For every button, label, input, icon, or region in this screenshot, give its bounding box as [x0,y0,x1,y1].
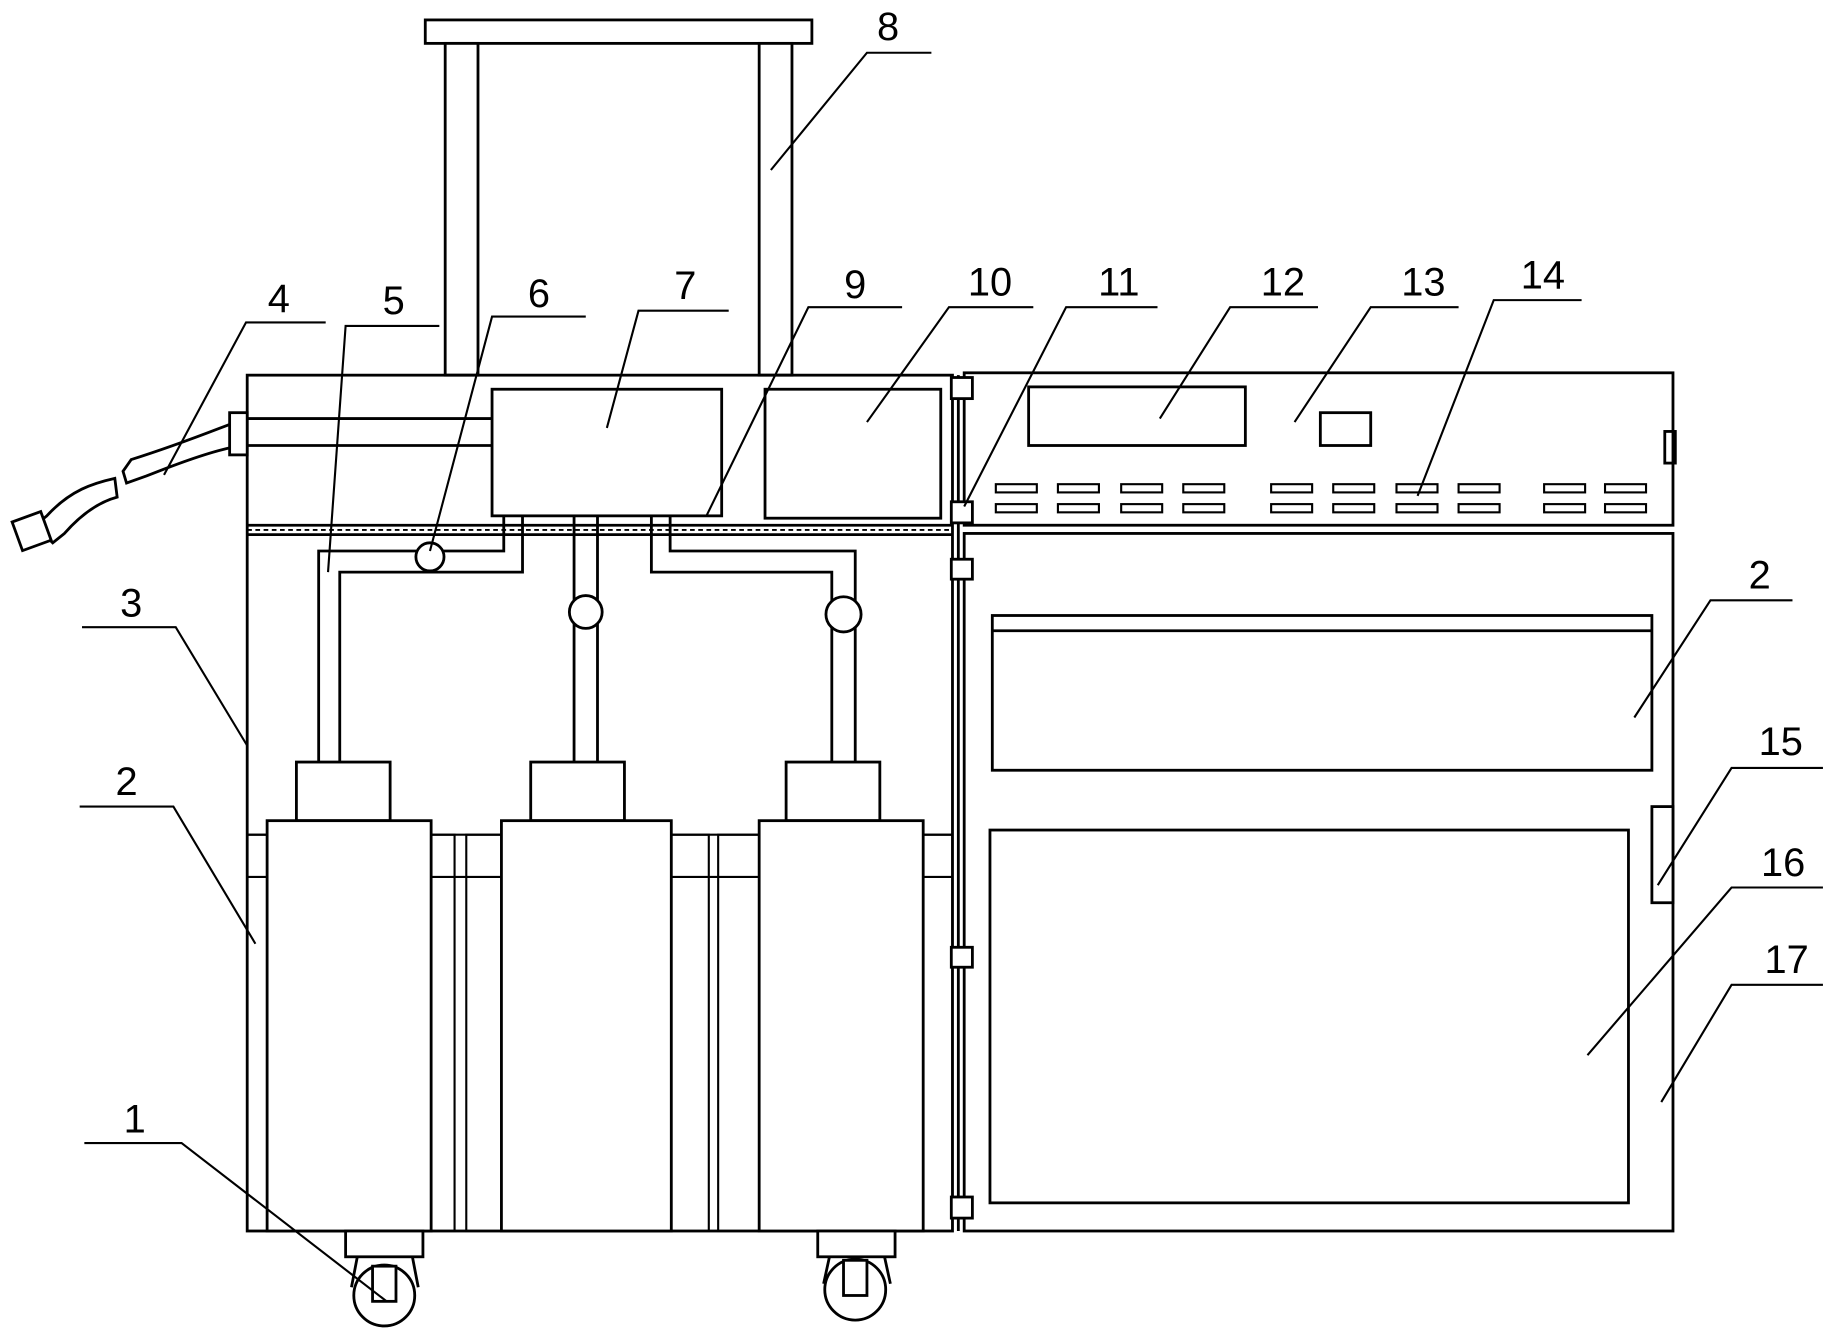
right-cabinet [962,371,1677,1233]
label-2-left: 2 [115,760,137,804]
box-10 [763,387,943,520]
label-14: 14 [1521,253,1565,297]
hose-connector [228,411,493,457]
label-15: 15 [1759,720,1803,764]
lower-panel [988,828,1630,1205]
wheel-left [344,1229,425,1328]
leader-lines [79,51,1823,1303]
vents [994,483,1648,514]
pipe-5 [317,515,524,763]
label-5: 5 [383,279,405,323]
label-4: 4 [268,277,290,321]
hinges [949,375,974,1232]
hose [10,423,231,553]
control-box-7 [490,387,724,518]
wheel-right [816,1229,897,1322]
handle-frame [423,18,814,377]
container-2 [500,760,673,1233]
label-9: 9 [844,263,866,307]
door-handle [1650,805,1675,905]
label-13: 13 [1401,260,1445,304]
label-17: 17 [1764,938,1808,982]
label-6: 6 [528,272,550,316]
labels: 8 4 5 6 7 9 10 11 12 13 14 3 2 2 15 16 1… [115,5,1808,1142]
pipe-right [649,515,863,763]
pipe-middle [567,515,604,763]
label-11: 11 [1098,260,1139,304]
label-16: 16 [1761,841,1805,885]
container-3 [757,760,925,1233]
container-1 [265,760,433,1233]
label-7: 7 [674,264,696,308]
indicator-button [1318,411,1373,447]
label-12: 12 [1261,260,1305,304]
label-8: 8 [877,5,899,49]
label-10: 10 [968,260,1012,304]
display-screen [1027,385,1247,447]
upper-panel [990,614,1654,772]
label-2-right: 2 [1749,554,1771,598]
label-3: 3 [120,582,142,626]
label-1: 1 [124,1098,146,1142]
side-tab [1663,430,1677,465]
